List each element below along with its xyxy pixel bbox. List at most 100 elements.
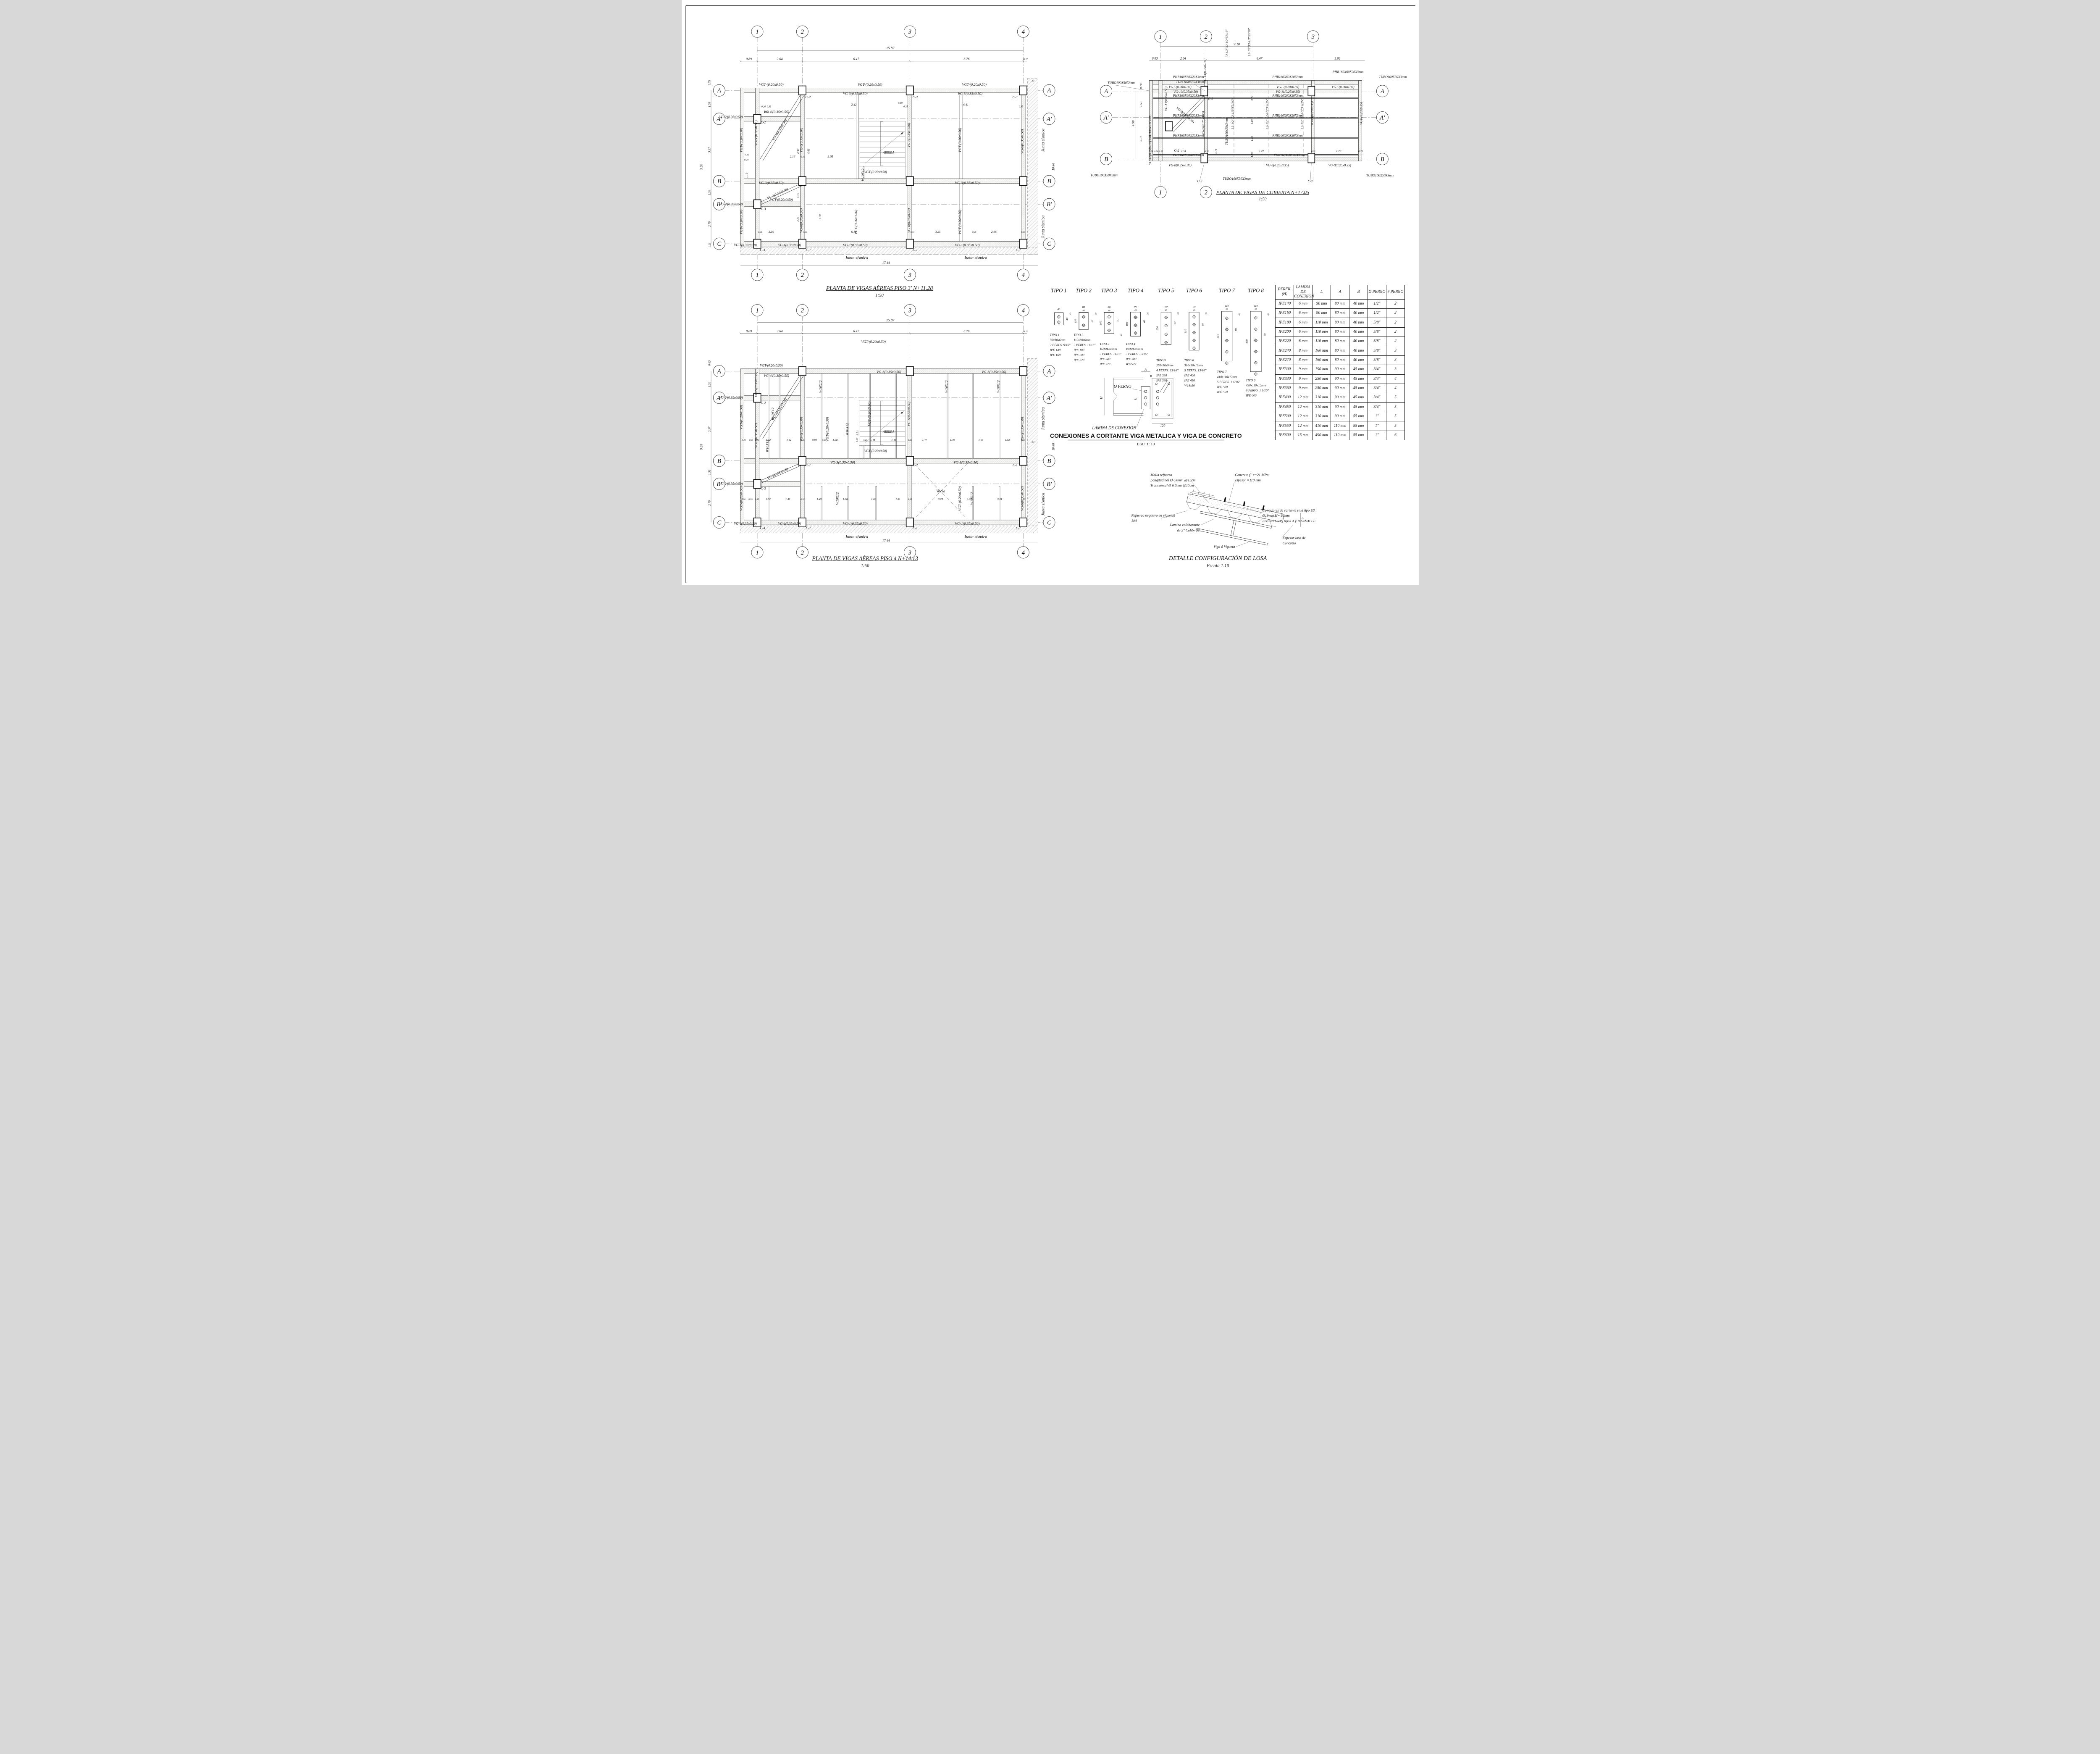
plan_cubierta-label: 2.51 [1181,149,1186,153]
plan_piso4-label: C-1 [806,526,811,530]
plan_piso3-label: VGT-(0.20x0.50) [770,198,793,202]
svg-text:4: 4 [1021,272,1024,279]
table-cell: 4 [1386,383,1405,394]
plan_piso4-label: VG-6(0.35x0.50) [799,417,803,442]
tipo8-caption: 490x110x15mm [1246,384,1266,387]
plan_cubierta-label: PHR160X60X20X3mm [1272,94,1303,97]
plan_piso3-label: 0.35 [1021,231,1025,234]
grid-bubble-B': B' [713,478,725,490]
table-column-header: A [1331,284,1350,300]
tipo6-caption: 310x90x12mm [1184,363,1203,367]
tipo4-title: TIPO 4 [1127,288,1143,294]
table-cell: 3/4" [1367,374,1386,384]
plan_piso3-label: 4.48 [806,148,810,154]
plan_cubierta-label: TUBO100x50x3mm [1148,116,1152,142]
grid-bubble-1: 1 [1154,186,1166,198]
plan_piso4-label: 2.64 [777,329,782,333]
plan_piso4-label: C-2 [913,463,918,467]
plan_cubierta-label: PHR160X60X20X3mm [1172,114,1204,118]
espesor-label: Concreto [1282,541,1296,545]
column-boxes [753,85,1027,249]
svg-text:B: B [717,458,721,465]
table-cell: 5 [1386,411,1405,422]
plan_cubierta-label: L2-1/2"X2-1/2"X3/16" [1231,99,1235,130]
table-cell: 80 mm [1331,299,1350,309]
plan_piso3-label: VG-6(0.35x0.50) [799,128,803,153]
plan_piso3-label: C-1 [806,248,811,252]
grid-bubble-3: 3 [903,268,916,281]
conexiones_tipos-label: 160 [1099,321,1102,325]
plan_piso4-label: W10X12 [969,492,974,505]
table-cell: 80 mm [1331,318,1350,328]
grid-bubble-A': A' [713,113,725,125]
table-cell: 410 mm [1312,421,1331,431]
svg-text:B: B [1104,156,1108,163]
table-cell: 110 mm [1331,430,1350,441]
table-cell: 90 mm [1331,374,1350,384]
svg-text:1: 1 [756,29,759,35]
plan_piso3-label: 2.16 [790,155,795,158]
table-cell: 6 mm [1294,318,1313,328]
plan_cubierta-label: PHR160X60X20X3mm [1273,153,1305,157]
plan_piso3-label: 4.30 [796,148,800,154]
svg-text:A: A [1104,88,1108,95]
plan_piso3-label: 0.89 [746,57,752,61]
plan_piso3-label: 0.20 [758,231,762,234]
tipo6-caption: W18x50 [1184,384,1194,387]
plan_piso3-label: VG-2'(0.35x0.50) [719,202,743,206]
table-cell: 1" [1367,430,1386,441]
plan_piso4-label: 0.25 [1023,330,1028,333]
tipo7-caption: 5 PERFS. 1 1/16" [1217,380,1240,384]
grid-bubble-2: 2 [796,25,808,38]
plan_piso3-label: 0.20 [972,231,976,234]
table-cell: 310 mm [1312,402,1331,412]
grid-bubble-C: C [1043,516,1055,529]
plan_cubierta-label: 1.19 [1251,119,1254,124]
w10x12-joist [947,373,948,459]
plan_cubierta-label: L2-1/2"X2-1/2"X3/16" [1265,99,1269,130]
tipo7-caption: IPE 550 [1216,390,1227,394]
tipo1-caption: 90x80x6mm [1050,338,1065,342]
plan_piso3-label: 0.60 [764,111,769,114]
lamina-colaborante-label: Lamina colaborante [1169,523,1200,527]
conexiones_tipos-label: 310 [1184,329,1187,334]
grid-bubble-A: A [1376,85,1389,97]
table-cell: 90 mm [1331,383,1350,394]
plan_piso3-label: VG-6(0.35x0.50) [799,208,803,233]
plan_piso4-label: VG-6(0.35x0.50) [1020,486,1024,511]
table-cell: 45 mm [1349,383,1368,394]
plan_piso4-label: 0.65 [707,360,711,366]
conexiones_tipos-label: 35 [1205,312,1208,315]
plan_piso3-label: 0.39 [745,154,749,156]
table-cell: 12 mm [1294,402,1313,412]
table-cell: 80 mm [1331,308,1350,318]
plan_piso4-label: 1.42 [786,439,791,442]
svg-text:A: A [717,368,721,375]
svg-text:B': B' [717,481,722,488]
grid-bubble-A: A [1100,85,1112,97]
table-cell: 40 mm [1349,355,1368,366]
tipo6-caption: IPE 400 [1184,373,1194,377]
plan_cubierta-label: 3.37 [1139,136,1143,142]
svg-text:A: A [1380,88,1384,95]
plan_cubierta-label: PHR160X60X20X3mm [1272,134,1303,137]
plan_piso3-label: VGT-(0.20x0.50) [962,82,987,87]
plan_cubierta-label: VGT-(0.20x0.35) [1276,85,1299,89]
plan_piso4-label: 0.20 [741,498,746,501]
plan_piso3-label: VGT-(0.20x0.50) [759,82,784,87]
plan_piso4-label: 0.35 [908,439,912,442]
grid-bubble-B': B' [1043,198,1055,210]
tipo1-caption: IPE 160 [1049,353,1060,357]
plan_cubierta-label: VGT-(0.20x0.35) [1331,85,1354,89]
refuerzo-label: 1#4 [1131,518,1137,523]
tipo6-caption: TIPO 6 [1184,358,1194,362]
conexiones_tipos-label: 490 [1245,339,1248,344]
grid-bubble-C: C [713,516,725,529]
tipo3-caption: IPE 240 [1099,357,1110,361]
svg-text:2: 2 [1204,189,1207,196]
